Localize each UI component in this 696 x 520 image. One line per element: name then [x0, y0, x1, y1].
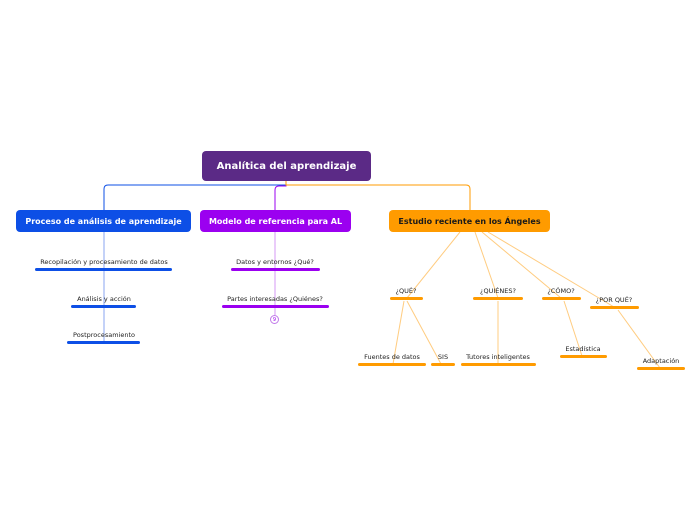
topic-underline	[222, 305, 329, 308]
collapsed-count-badge[interactable]: 9	[270, 315, 279, 324]
topic-que[interactable]: ¿QUÉ?	[395, 287, 417, 295]
connector-que-fuentes	[392, 300, 405, 365]
topic-underline	[35, 268, 172, 271]
topic-estadistica[interactable]: Estadística	[565, 345, 601, 353]
branch-estudio-angeles[interactable]: Estudio reciente en los Ángeles	[389, 210, 550, 232]
topic-datos-entornos[interactable]: Datos y entornos ¿Qué?	[236, 258, 314, 266]
topic-partes-interesadas[interactable]: Partes interesadas ¿Quiénes?	[227, 295, 323, 303]
topic-analisis-accion[interactable]: Análisis y acción	[77, 295, 131, 303]
topic-underline	[71, 305, 136, 308]
branch-proceso-analisis[interactable]: Proceso de análisis de aprendizaje	[16, 210, 191, 232]
connector-root-blue	[103, 181, 287, 210]
connector-root-orange	[285, 181, 471, 210]
topic-recopilacion[interactable]: Recopilación y procesamiento de datos	[40, 258, 168, 266]
topic-quienes[interactable]: ¿QUIÉNES?	[480, 287, 516, 295]
connector-root-purple	[274, 181, 287, 210]
topic-underline	[231, 268, 320, 271]
connector-como-estadistica	[563, 300, 583, 357]
topic-postprocesamiento[interactable]: Postprocesamiento	[73, 331, 135, 339]
connector-porque-adaptacion	[617, 309, 661, 369]
topic-adaptacion[interactable]: Adaptación	[642, 357, 680, 365]
connector-orange-que	[406, 231, 461, 299]
topic-tutores-inteligentes[interactable]: Tutores inteligentes	[466, 353, 530, 361]
topic-underline	[542, 297, 581, 300]
topic-underline	[560, 355, 607, 358]
topic-underline	[590, 306, 639, 309]
topic-como[interactable]: ¿CÓMO?	[547, 287, 575, 295]
topic-underline	[358, 363, 426, 366]
topic-underline	[390, 297, 423, 300]
topic-underline	[67, 341, 140, 344]
branch-modelo-referencia[interactable]: Modelo de referencia para AL	[200, 210, 351, 232]
topic-por-que[interactable]: ¿POR QUÉ?	[595, 296, 633, 304]
connector-que-sis	[406, 300, 442, 365]
topic-sis[interactable]: SIS	[437, 353, 449, 361]
connector-orange-porque	[487, 231, 615, 308]
topic-underline	[461, 363, 536, 366]
root-topic[interactable]: Analítica del aprendizaje	[202, 151, 371, 181]
connector-orange-como	[481, 231, 562, 299]
topic-underline	[473, 297, 523, 300]
topic-underline	[637, 367, 685, 370]
topic-underline	[431, 363, 455, 366]
topic-fuentes-datos[interactable]: Fuentes de datos	[364, 353, 420, 361]
connector-orange-quienes	[474, 231, 499, 299]
